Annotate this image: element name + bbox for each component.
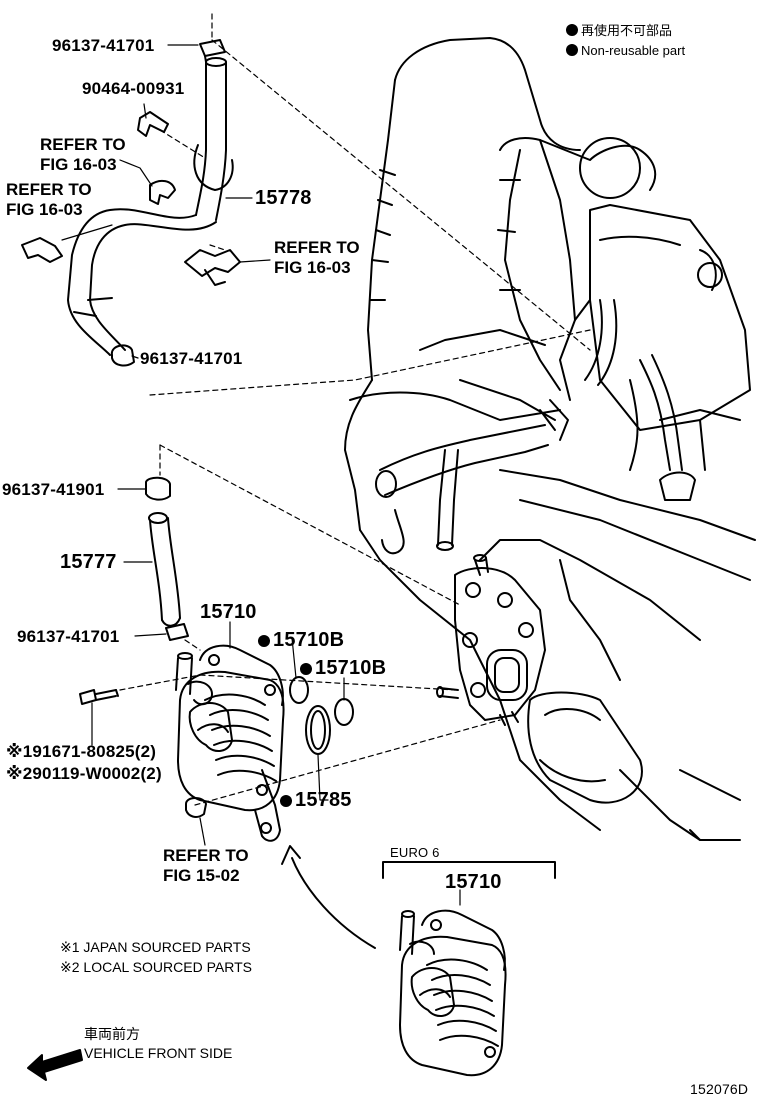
- label-leaders: [61, 44, 461, 906]
- label-96137-41701-mid[interactable]: 96137-41701: [140, 349, 243, 368]
- hose-15778: [21, 39, 241, 367]
- o-ring-15710b-upper: [289, 676, 309, 704]
- direction-en: VEHICLE FRONT SIDE: [84, 1045, 233, 1061]
- label-96137-41701-top[interactable]: 96137-41701: [52, 36, 155, 55]
- label-91671-80825[interactable]: ※191671-80825(2): [6, 742, 157, 761]
- engine-illustration: [344, 37, 756, 841]
- euro6-label: EURO 6: [390, 845, 440, 860]
- label-15778[interactable]: 15778: [255, 187, 312, 209]
- legend-en: Non-reusable part: [566, 44, 685, 57]
- label-15710b-2[interactable]: 15710B: [300, 658, 386, 678]
- dashed-leader-lines: [119, 13, 591, 806]
- inset-pointer-arrow: [281, 845, 376, 949]
- direction-jp: 車両前方: [84, 1026, 140, 1042]
- refer-fig-16-03-b[interactable]: REFER TO FIG 16-03: [6, 180, 92, 219]
- label-15785[interactable]: 15785: [280, 790, 352, 810]
- label-15710[interactable]: 15710: [200, 601, 257, 623]
- euro6-inset: [382, 861, 556, 1077]
- non-reusable-dot-icon: [258, 635, 270, 647]
- hose-15777: [145, 476, 189, 641]
- note-local-sourced: ※2 LOCAL SOURCED PARTS: [60, 959, 252, 975]
- label-96137-41701-low[interactable]: 96137-41701: [17, 627, 120, 646]
- gasket-15785: [305, 705, 331, 755]
- refer-fig-15-02[interactable]: REFER TO FIG 15-02: [163, 846, 249, 885]
- refer-fig-16-03-c[interactable]: REFER TO FIG 16-03: [274, 238, 360, 277]
- refer-fig-16-03-a[interactable]: REFER TO FIG 16-03: [40, 135, 126, 174]
- vehicle-front-arrow-icon: [27, 1049, 83, 1081]
- nut-refer-15-02: [185, 797, 207, 818]
- non-reusable-dot-icon: [566, 24, 578, 36]
- diagram-id: 152076D: [690, 1081, 749, 1097]
- oil-cooler-15710: [175, 644, 285, 842]
- o-ring-15710b-lower: [334, 698, 354, 726]
- non-reusable-dot-icon: [280, 795, 292, 807]
- legend-jp: 再使用不可部品: [566, 24, 672, 37]
- non-reusable-dot-icon: [566, 44, 578, 56]
- label-15710-euro6[interactable]: 15710: [445, 871, 502, 893]
- label-15777[interactable]: 15777: [60, 551, 117, 573]
- label-90464-00931[interactable]: 90464-00931: [82, 79, 185, 98]
- label-90119-w0002[interactable]: ※290119-W0002(2): [6, 764, 162, 783]
- label-96137-41901[interactable]: 96137-41901: [2, 480, 105, 499]
- note-japan-sourced: ※1 JAPAN SOURCED PARTS: [60, 939, 251, 955]
- bolt-91671: [79, 689, 119, 705]
- non-reusable-dot-icon: [300, 663, 312, 675]
- label-15710b-1[interactable]: 15710B: [258, 630, 344, 650]
